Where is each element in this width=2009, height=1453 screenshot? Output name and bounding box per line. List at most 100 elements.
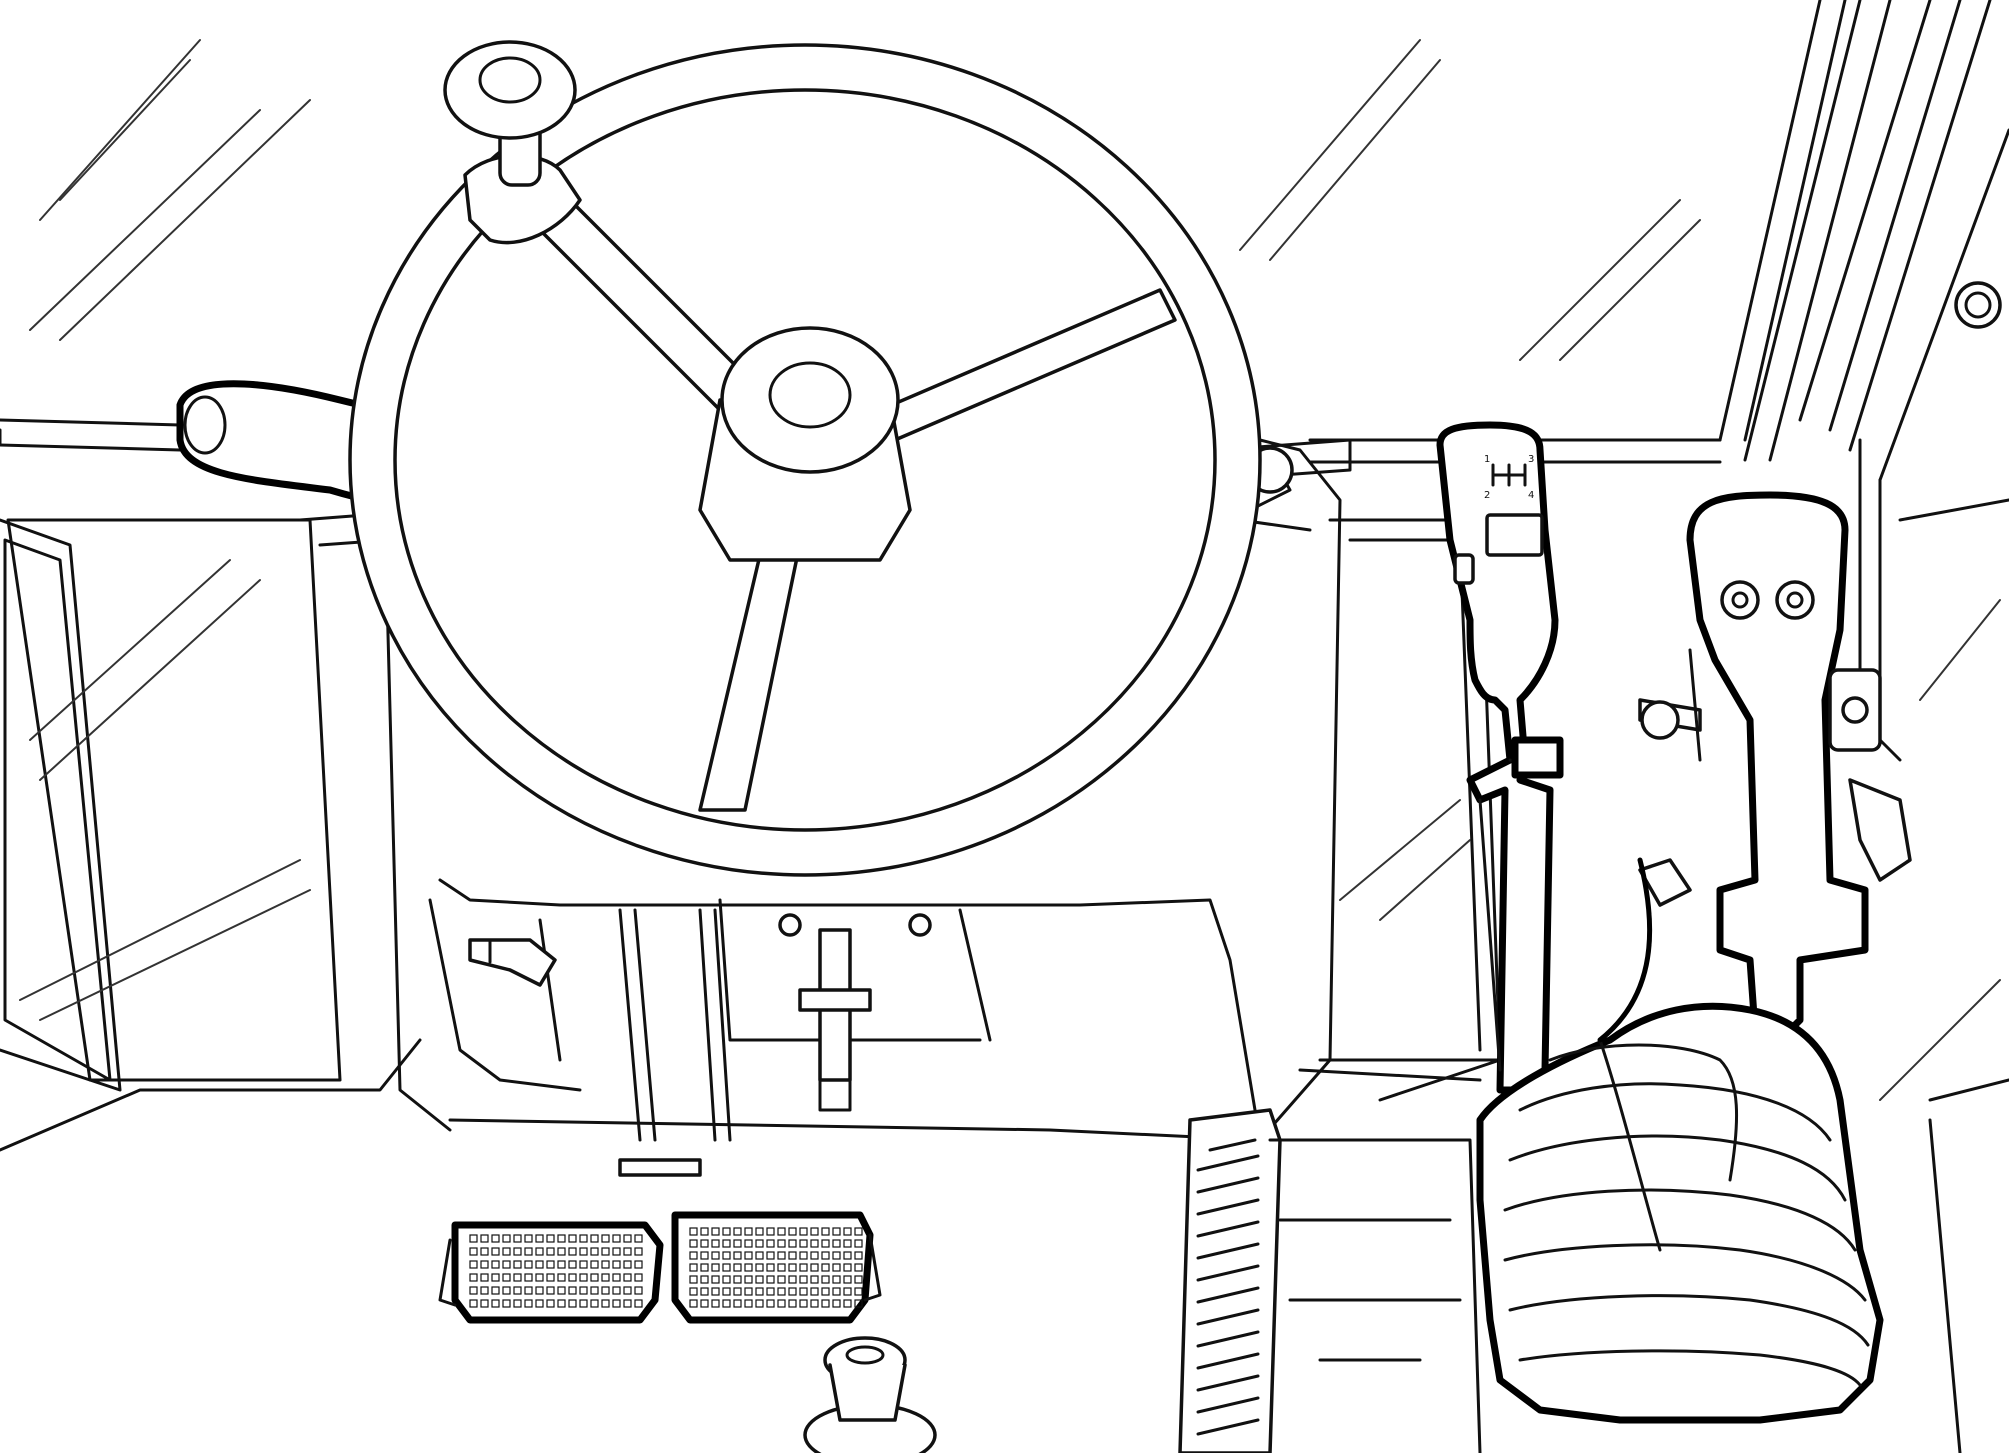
pedal-tread-dot <box>535 1299 544 1308</box>
pedal-tread-dot <box>480 1286 489 1295</box>
pedal-tread-dot <box>524 1247 533 1256</box>
pedal-tread-dot <box>469 1299 478 1308</box>
pedal-tread-dot <box>502 1273 511 1282</box>
pedal-tread-dot <box>821 1263 830 1272</box>
steering-wheel <box>348 40 1262 877</box>
pedal-tread-dot <box>711 1287 720 1296</box>
pedal-tread-dot <box>502 1286 511 1295</box>
pedal-tread-dot <box>766 1239 775 1248</box>
pedal-tread-dot <box>788 1239 797 1248</box>
pedal-tread-dot <box>810 1239 819 1248</box>
pedal-tread-dot <box>711 1275 720 1284</box>
pedal-tread-dot <box>799 1239 808 1248</box>
pedal-tread-dot <box>854 1227 863 1236</box>
pedal-tread-dot <box>843 1299 852 1308</box>
pedal-tread-dot <box>722 1251 731 1260</box>
pedal-tread-dot <box>832 1299 841 1308</box>
pedal-tread-dot <box>854 1275 863 1284</box>
pedal-tread-dot <box>568 1273 577 1282</box>
pedal-tread-dot <box>854 1287 863 1296</box>
pedal-tread-dot <box>612 1273 621 1282</box>
pedal-tread-dot <box>722 1299 731 1308</box>
pedal-tread-dot <box>810 1287 819 1296</box>
pedal-tread-dot <box>766 1227 775 1236</box>
pedal-tread-dot <box>590 1234 599 1243</box>
pedal-tread-dot <box>480 1234 489 1243</box>
pedal-tread-dot <box>744 1287 753 1296</box>
pedal-tread-dot <box>777 1299 786 1308</box>
gear-shift-lever: 1 3 2 4 <box>1436 421 1564 1094</box>
pedal-tread-dot <box>821 1239 830 1248</box>
pedal-tread-dot <box>579 1260 588 1269</box>
pedal-tread-dot <box>546 1273 555 1282</box>
pedal-tread-dot <box>854 1263 863 1272</box>
shift-label-2: 2 <box>1484 490 1490 501</box>
pedal-tread-dot <box>744 1251 753 1260</box>
pedal-tread-dot <box>832 1263 841 1272</box>
pedal-tread-dot <box>623 1260 632 1269</box>
pedal-tread-dot <box>689 1287 698 1296</box>
pedal-tread-dot <box>843 1275 852 1284</box>
pedal-tread-dot <box>612 1234 621 1243</box>
pedal-tread-dot <box>700 1227 709 1236</box>
pedal-tread-dot <box>689 1299 698 1308</box>
pedal-tread-dot <box>601 1273 610 1282</box>
pedal-tread-dot <box>579 1234 588 1243</box>
pedal-tread-dot <box>733 1299 742 1308</box>
pedal-tread-dot <box>612 1299 621 1308</box>
pedal-tread-dot <box>788 1251 797 1260</box>
floor-area <box>1268 1058 2009 1453</box>
pedal-tread-dot <box>799 1227 808 1236</box>
pedal-tread-dot <box>579 1273 588 1282</box>
pedal-tread-dot <box>744 1239 753 1248</box>
pedal-tread-dot <box>821 1287 830 1296</box>
pedal-tread-dot <box>601 1247 610 1256</box>
pedal-tread-dot <box>535 1247 544 1256</box>
pedal-tread-dot <box>810 1299 819 1308</box>
pedal-tread-dot <box>788 1299 797 1308</box>
pedal-tread-dot <box>711 1299 720 1308</box>
pedal-tread-dot <box>601 1260 610 1269</box>
pedal-tread-dot <box>733 1275 742 1284</box>
pedal-tread-dot <box>832 1251 841 1260</box>
pedal-tread-dot <box>502 1247 511 1256</box>
pedal-tread-dot <box>722 1227 731 1236</box>
pedal-tread-dot <box>579 1247 588 1256</box>
pedal-tread-dot <box>491 1247 500 1256</box>
pedal-tread-dot <box>722 1239 731 1248</box>
pedal-tread-dot <box>513 1247 522 1256</box>
pedal-tread-dot <box>491 1299 500 1308</box>
pedal-tread-dot <box>755 1275 764 1284</box>
pedal-tread-dot <box>524 1299 533 1308</box>
pedal-tread-dot <box>491 1273 500 1282</box>
pedal-tread-dot <box>546 1299 555 1308</box>
pedal-tread-dot <box>590 1286 599 1295</box>
pedal-tread-dot <box>634 1260 643 1269</box>
pedal-tread-dot <box>689 1227 698 1236</box>
pedal-tread-dot <box>744 1275 753 1284</box>
pedal-tread-dot <box>733 1227 742 1236</box>
pedal-tread-dot <box>502 1260 511 1269</box>
pedal-tread-dot <box>634 1273 643 1282</box>
pedal-tread-dot <box>832 1227 841 1236</box>
pedal-tread-dot <box>854 1239 863 1248</box>
pedal-tread-dot <box>546 1260 555 1269</box>
pedal-tread-dot <box>799 1251 808 1260</box>
pedal-tread-dot <box>766 1299 775 1308</box>
pedal-tread-dot <box>557 1273 566 1282</box>
pedal-tread-dot <box>755 1263 764 1272</box>
pedal-tread-dot <box>832 1275 841 1284</box>
pedal-tread-dot <box>733 1287 742 1296</box>
pedal-tread-dot <box>623 1299 632 1308</box>
pedal-tread-dot <box>766 1275 775 1284</box>
pedal-tread-dot <box>513 1286 522 1295</box>
pedal-tread-dot <box>480 1273 489 1282</box>
pedal-tread-dot <box>689 1251 698 1260</box>
pedal-tread-dot <box>766 1263 775 1272</box>
pedal-tread-dot <box>733 1263 742 1272</box>
pedal-tread-dot <box>854 1299 863 1308</box>
pedal-tread-dot <box>535 1234 544 1243</box>
pedal-tread-dot <box>469 1234 478 1243</box>
pedal-tread-dot <box>810 1227 819 1236</box>
